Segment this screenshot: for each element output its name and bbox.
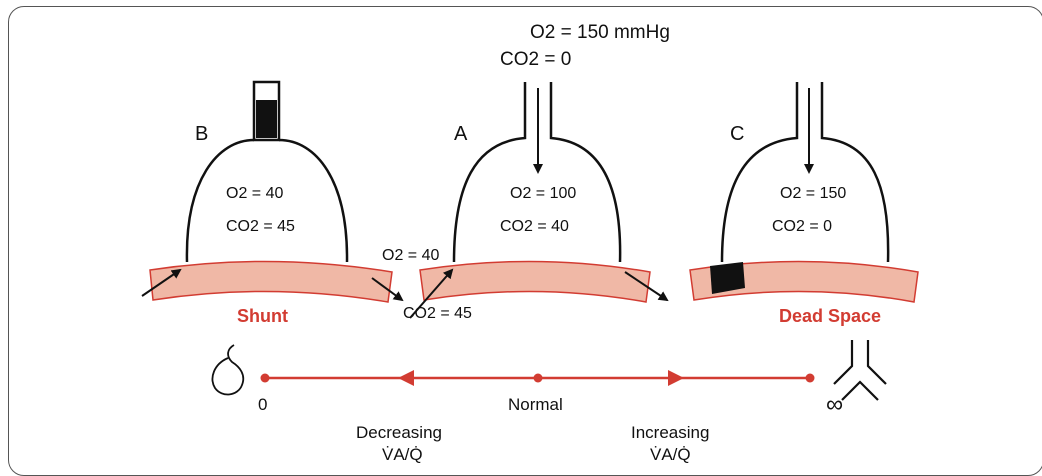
venous-o2: O2 = 40 — [382, 247, 439, 264]
unit-a-o2: O2 = 100 — [510, 185, 576, 202]
decreasing-ratio: V̇A/Q̇ — [382, 445, 423, 464]
increasing-label: Increasing — [631, 423, 709, 442]
decreasing-arrowhead — [398, 370, 414, 386]
inspired-o2: O2 = 150 mmHg — [530, 22, 670, 43]
airway-only-icon — [833, 340, 887, 401]
unit-b-letter: B — [195, 123, 208, 145]
alveolar-unit-b: B O2 = 40 CO2 = 45 Shunt — [141, 80, 404, 326]
alveolar-unit-c: C O2 = 150 CO2 = 0 Dead Space — [689, 82, 919, 326]
alveolus-c-right — [820, 82, 890, 263]
capillary-obstruction — [710, 262, 745, 294]
scale-max-label: ∞ — [826, 391, 843, 418]
flow-in-arrow-a — [409, 268, 454, 319]
flow-out-arrow-a — [624, 271, 669, 302]
unit-b-co2: CO2 = 45 — [226, 218, 295, 235]
capillary-b — [149, 260, 393, 303]
increasing-arrowhead — [668, 370, 684, 386]
dead-space-label: Dead Space — [779, 306, 881, 326]
flow-out-arrow-b — [371, 277, 404, 302]
unit-b-o2: O2 = 40 — [226, 185, 283, 202]
capillary-a — [419, 260, 651, 303]
flow-in-arrow-b — [141, 268, 182, 297]
alveolus-a-left — [452, 82, 527, 263]
shunt-label: Shunt — [237, 306, 288, 326]
alveolus-c-left — [720, 82, 799, 263]
alveolar-unit-a: A O2 = 100 CO2 = 40 — [409, 82, 669, 319]
scale-mid-dot — [533, 373, 543, 383]
scale-max-dot — [805, 373, 815, 383]
alveolus-a-right — [549, 82, 622, 263]
va-q-scale: 0 Normal ∞ Decreasing V̇A/Q̇ Increasing … — [211, 340, 887, 464]
unit-c-o2: O2 = 150 — [780, 185, 846, 202]
unit-c-letter: C — [730, 123, 744, 145]
unit-c-co2: CO2 = 0 — [772, 218, 832, 235]
decreasing-label: Decreasing — [356, 423, 442, 442]
increasing-ratio: V̇A/Q̇ — [650, 445, 691, 464]
scale-min-label: 0 — [258, 395, 267, 414]
venous-co2: CO2 = 45 — [403, 305, 472, 322]
unit-a-letter: A — [454, 123, 468, 145]
unit-a-co2: CO2 = 40 — [500, 218, 569, 235]
scale-min-dot — [260, 373, 270, 383]
collapsed-alveolus-icon — [211, 344, 245, 396]
airway-obstruction — [256, 100, 277, 138]
capillary-c — [689, 260, 919, 303]
scale-mid-label: Normal — [508, 395, 563, 414]
inspired-co2: CO2 = 0 — [500, 49, 571, 70]
alveolus-b — [185, 138, 349, 263]
va-q-diagram: O2 = 150 mmHg CO2 = 0 B O2 = 40 CO2 = 45… — [141, 22, 919, 464]
